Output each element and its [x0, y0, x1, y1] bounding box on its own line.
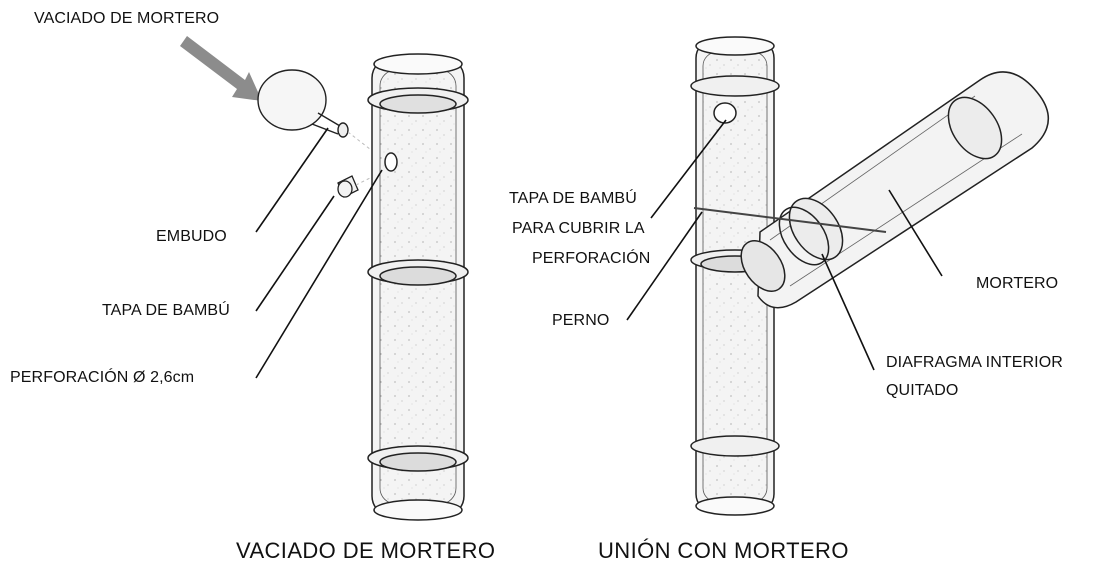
bolt-label: PERNO — [552, 312, 610, 329]
diaphragm-label-line1: DIAFRAGMA INTERIOR — [886, 354, 1063, 371]
bolt-illustration — [693, 207, 887, 233]
right-caption: UNIÓN CON MORTERO — [598, 538, 849, 563]
cover-cap-label-line2: PARA CUBRIR LA — [512, 220, 645, 237]
cover-cap-label-line1: TAPA DE BAMBÚ — [509, 190, 637, 207]
right-vertical-culm — [690, 36, 780, 516]
right-diagonal-culm — [740, 71, 1050, 309]
left-bamboo-culm — [367, 53, 469, 521]
pouring-arrow — [180, 36, 262, 101]
perforation-label: PERFORACIÓN Ø 2,6cm — [10, 369, 195, 386]
pouring-title-label: VACIADO DE MORTERO — [34, 10, 220, 27]
mortar-label: MORTERO — [976, 275, 1059, 292]
diaphragm-label-line2: QUITADO — [886, 382, 959, 399]
right-leader-lines — [626, 119, 943, 371]
bamboo-cap-illustration — [337, 175, 359, 198]
cover-cap-label-line3: PERFORACIÓN — [532, 250, 651, 267]
funnel-illustration — [257, 69, 349, 138]
left-leader-lines — [255, 127, 383, 379]
bamboo-cap-label: TAPA DE BAMBÚ — [102, 302, 230, 319]
funnel-label: EMBUDO — [156, 228, 227, 245]
left-caption: VACIADO DE MORTERO — [236, 538, 496, 563]
